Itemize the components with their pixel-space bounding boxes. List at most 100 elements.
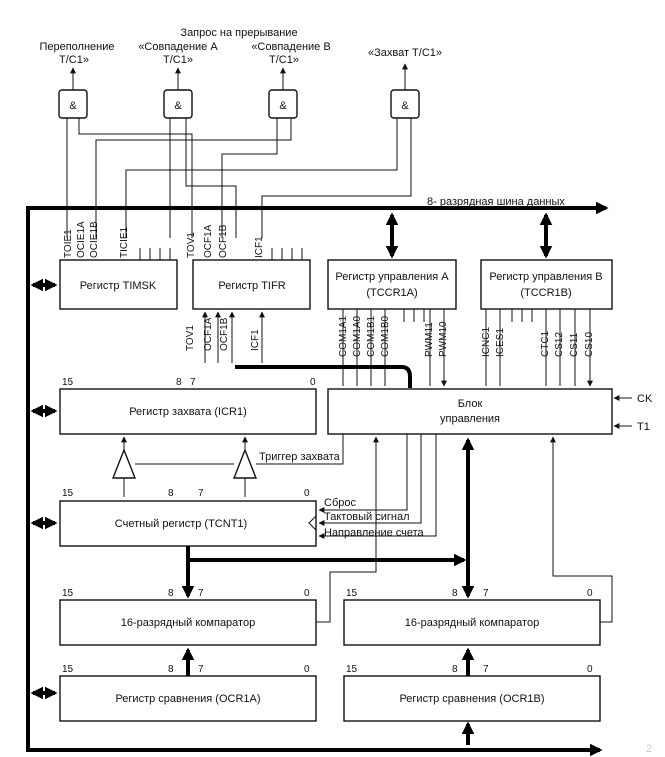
svg-text:15: 15 [62,488,74,499]
ocr1b-register: 15 8 7 0 Регистр сравнения (OCR1B) [343,664,601,722]
svg-text:8: 8 [452,664,458,675]
side-mark: 2 [646,743,652,755]
svg-text:OCIE1A: OCIE1A [76,221,87,258]
control-signals [318,434,437,539]
svg-text:(TCCR1B): (TCCR1B) [520,287,571,299]
svg-text:OCF1A: OCF1A [203,224,214,258]
timsk-register: Регистр TIMSK [59,259,178,310]
svg-text:Регистр сравнения (OCR1B): Регистр сравнения (OCR1B) [399,693,544,705]
gate-input-wiring [66,118,412,238]
svg-text:TICIE1: TICIE1 [119,226,130,258]
bus-links-left [30,278,58,700]
svg-text:8: 8 [168,664,174,675]
svg-text:&: & [401,100,409,112]
internal-bus [181,437,475,599]
svg-text:T1: T1 [637,421,650,433]
svg-text:16-разрядный компаратор: 16-разрядный компаратор [405,617,539,629]
count-direction-label: Направление счета [324,527,425,539]
svg-text:15: 15 [62,664,74,675]
svg-text:&: & [174,100,182,112]
svg-text:Блок: Блок [458,398,483,410]
svg-text:CK: CK [637,393,653,405]
data-bus-label: 8- разрядная шина данных [427,196,565,208]
and-gate-overflow: & [58,89,88,119]
svg-text:15: 15 [346,588,358,599]
capture-label: «Захват Т/С1» [368,47,442,59]
svg-text:Регистр сравнения (OCR1A): Регистр сравнения (OCR1A) [115,693,260,705]
match-a-label: «Совпадение А [138,41,218,53]
ck-input: CK [613,393,653,405]
timsk-bit-labels: TOIE1 OCIE1A OCIE1B TICIE1 [63,221,130,258]
tifr-bit-labels-bottom: TOV1 OCF1A OCF1B ICF1 [185,311,265,363]
comparator-b: 15 8 7 0 16-разрядный компаратор [343,588,601,646]
svg-text:7: 7 [198,664,204,675]
svg-text:7: 7 [483,664,489,675]
clock-signal-label: Тактовый сигнал [324,511,410,523]
interrupt-output-arrows [70,63,408,90]
tifr-register: Регистр TIFR [192,259,311,310]
svg-text:&: & [69,100,77,112]
svg-text:Счетный регистр (TCNT1): Счетный регистр (TCNT1) [115,518,247,530]
svg-text:(TCCR1A): (TCCR1A) [366,287,417,299]
comparator-outputs [316,436,613,623]
icr1-register: 15 8 7 0 Регистр захвата (ICR1) [59,377,317,435]
comparator-a: 15 8 7 0 16-разрядный компаратор [59,588,317,646]
svg-text:ICF1: ICF1 [254,236,265,258]
svg-text:8: 8 [168,488,174,499]
svg-text:Регистр TIMSK: Регистр TIMSK [80,280,157,292]
tifr-control-bus [235,365,412,388]
svg-text:Регистр TIFR: Регистр TIFR [218,280,285,292]
overflow-label: Переполнение [39,41,114,53]
svg-text:OCF1B: OCF1B [219,317,230,351]
svg-text:15: 15 [346,664,358,675]
svg-text:0: 0 [310,377,316,388]
svg-text:&: & [279,100,287,112]
svg-text:TOV1: TOV1 [185,325,196,351]
svg-text:0: 0 [304,488,310,499]
svg-text:7: 7 [483,588,489,599]
svg-text:16-разрядный компаратор: 16-разрядный компаратор [121,617,255,629]
svg-text:8: 8 [176,377,182,388]
tccr1b-register: Регистр управления В (TCCR1B) [480,259,613,310]
svg-text:15: 15 [62,588,74,599]
svg-text:Регистр управления А: Регистр управления А [335,271,449,283]
svg-text:управления: управления [440,413,500,425]
svg-text:7: 7 [190,377,196,388]
and-gate-match-a: & [163,89,193,119]
svg-text:8: 8 [452,588,458,599]
ocr1a-register: 15 8 7 0 Регистр сравнения (OCR1A) [59,664,317,722]
reset-label: Сброс [324,497,356,509]
tccr1b-bit-labels: ICNC1 ICES1 CTC1 CS12 CS11 CS10 [481,309,595,386]
capture-trigger-label: Триггер захвата [259,451,341,463]
t1-input: T1 [613,421,650,433]
svg-text:ICF1: ICF1 [250,329,261,351]
svg-text:8: 8 [168,588,174,599]
svg-text:0: 0 [304,588,310,599]
match-a-label-2: Т/С1» [163,54,193,66]
and-gate-capture: & [390,89,420,119]
svg-text:0: 0 [587,588,593,599]
svg-text:TOIE1: TOIE1 [63,229,74,258]
svg-text:TOV1: TOV1 [186,232,197,258]
svg-text:15: 15 [62,377,74,388]
svg-text:0: 0 [304,664,310,675]
svg-text:OCF1B: OCF1B [218,224,229,258]
data-bus [26,201,609,752]
tccr1a-register: Регистр управления А (TCCR1A) [327,259,457,310]
capture-buffers [111,434,344,497]
svg-text:7: 7 [198,588,204,599]
and-gate-match-b: & [268,89,298,119]
tifr-bit-labels-top: TOV1 OCF1A OCF1B ICF1 [186,224,265,258]
control-unit: Блок управления [327,388,613,435]
match-b-label: «Совпадение В [251,41,330,53]
tcnt1-register: 15 8 7 0 Счетный регистр (TCNT1) [59,488,317,547]
svg-text:Регистр захвата (ICR1): Регистр захвата (ICR1) [129,406,247,418]
register-bit-stubs [139,248,533,322]
svg-text:OCIE1B: OCIE1B [89,221,100,258]
interrupt-request-label: Запрос на прерывание [180,27,297,39]
svg-text:Регистр управления В: Регистр управления В [489,271,602,283]
svg-text:0: 0 [587,664,593,675]
overflow-label-2: Т/С1» [59,54,89,66]
svg-text:OCF1A: OCF1A [203,317,214,351]
